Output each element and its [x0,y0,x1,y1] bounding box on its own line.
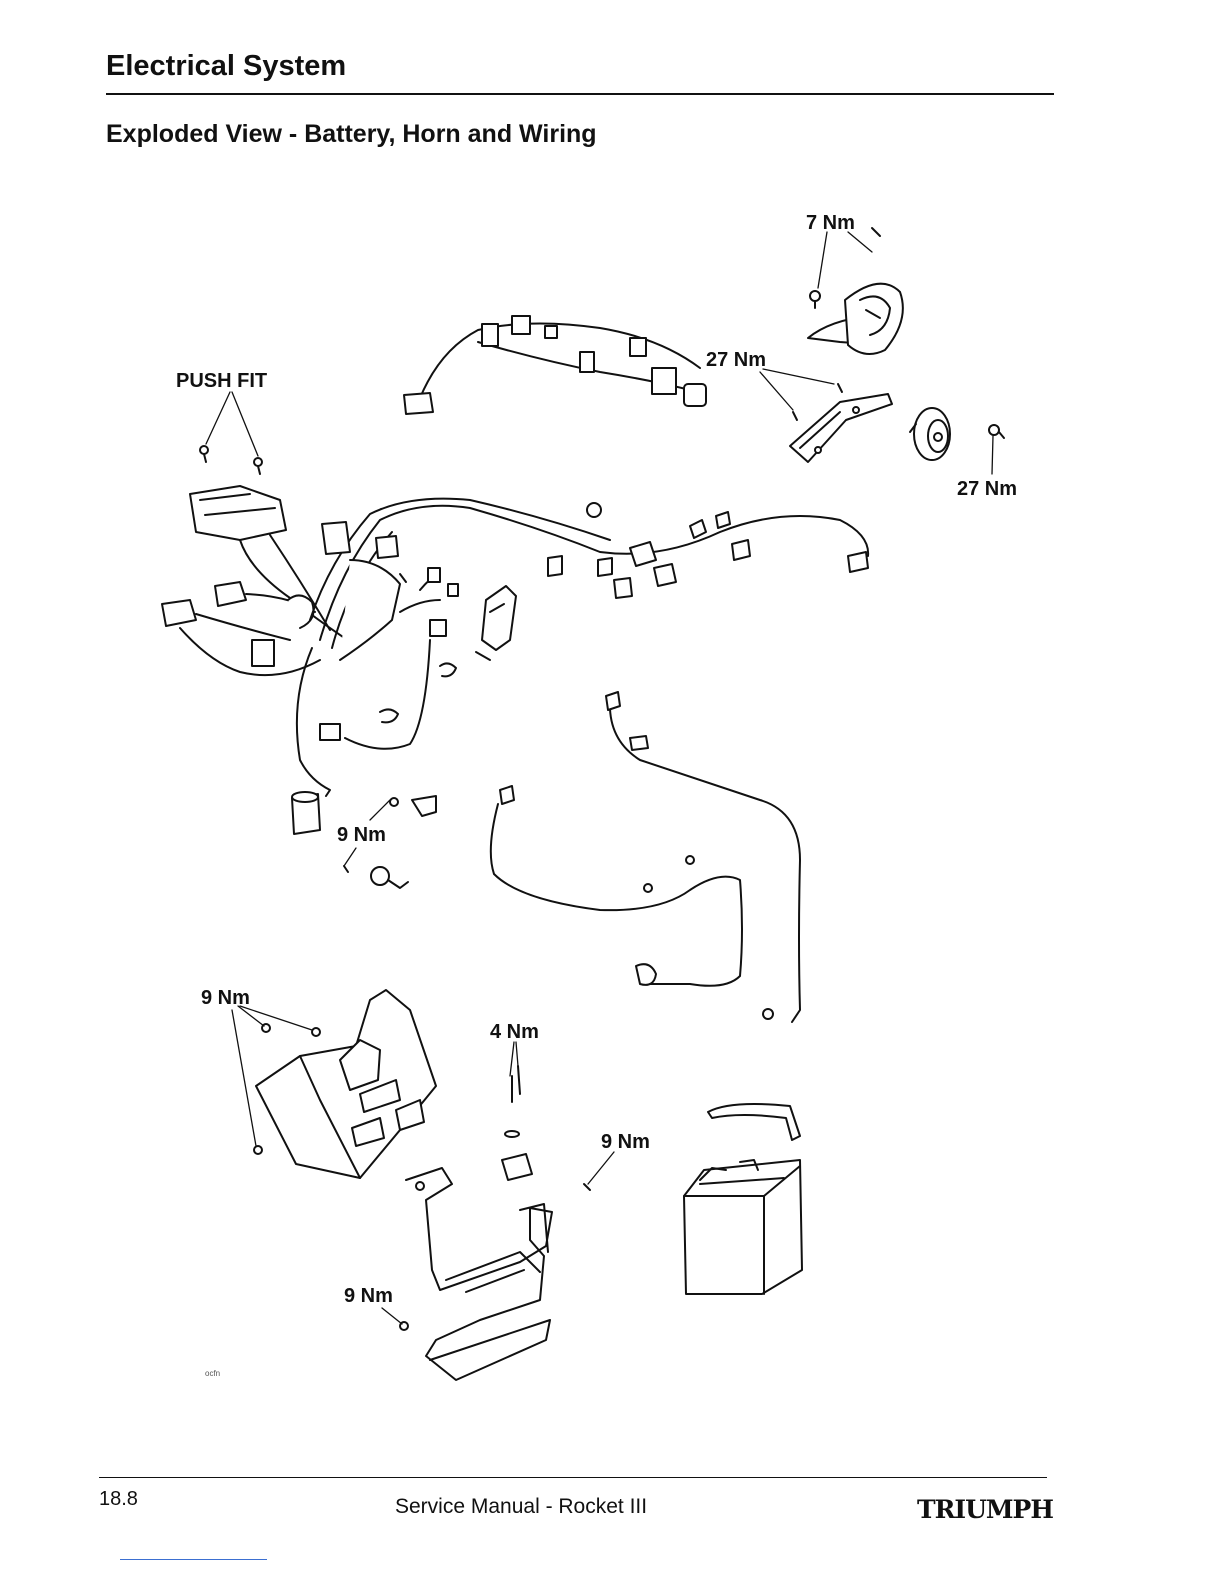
main-harness [162,486,868,834]
battery-leads [491,692,800,1022]
battery [684,1104,802,1294]
callout-horn-bracket-bolt: 7 Nm [806,212,855,234]
page-number: 18.8 [99,1488,138,1511]
battery-box [254,990,436,1178]
footer-rule [99,1477,1047,1478]
callout-relay-bracket: 9 Nm [337,824,386,846]
push-fit-fasteners [200,446,262,474]
callout-battery-tray-lower: 9 Nm [344,1285,393,1307]
callout-horn-bracket-mount: 27 Nm [706,349,766,371]
callout-clip-screws: 4 Nm [490,1021,539,1043]
upper-harness [404,316,706,414]
callout-horn-bolt: 27 Nm [957,478,1017,500]
link-underline [120,1559,267,1560]
triumph-logo: TRIUMPH [917,1495,1053,1524]
manual-title: Service Manual - Rocket III [395,1495,647,1519]
callout-battery-tray-front: 9 Nm [601,1131,650,1153]
callout-battery-box: 9 Nm [201,987,250,1009]
battery-tray [400,1066,590,1380]
figure-code: ocfn [205,1369,220,1378]
callout-push-fit: PUSH FIT [176,370,267,392]
